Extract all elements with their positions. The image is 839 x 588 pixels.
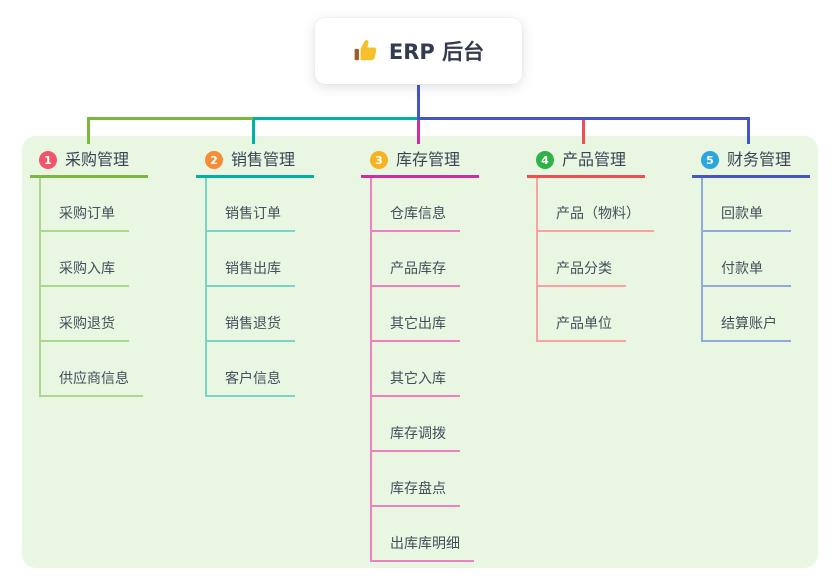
child-node[interactable]: 出库库明细 (372, 507, 474, 562)
connector-line (417, 120, 420, 144)
child-node[interactable]: 付款单 (703, 232, 791, 287)
child-node[interactable]: 采购订单 (41, 178, 129, 232)
connector-line (747, 117, 750, 144)
branch-node-2[interactable]: 2 销售管理 (196, 150, 314, 178)
child-node[interactable]: 回款单 (703, 178, 791, 232)
branch-title-label: 财务管理 (727, 150, 792, 169)
child-node[interactable]: 其它入库 (372, 342, 460, 397)
child-node[interactable]: 产品库存 (372, 232, 460, 287)
branch-title-label: 采购管理 (65, 150, 130, 169)
branch-children: 产品（物料）产品分类产品单位 (536, 178, 654, 342)
branch-node-5[interactable]: 5 财务管理 (692, 150, 810, 178)
connector-line (252, 117, 255, 144)
branch-children: 采购订单采购入库采购退货供应商信息 (39, 178, 148, 397)
branch-node-3[interactable]: 3 库存管理 (361, 150, 479, 178)
branch-2: 2 销售管理销售订单销售出库销售退货客户信息 (196, 150, 314, 397)
branch-number-badge: 1 (39, 151, 57, 169)
branch-5: 5 财务管理回款单付款单结算账户 (692, 150, 810, 342)
child-node[interactable]: 库存盘点 (372, 452, 460, 507)
branch-title-label: 产品管理 (562, 150, 627, 169)
child-node[interactable]: 销售订单 (207, 178, 295, 232)
child-node[interactable]: 采购退货 (41, 287, 129, 342)
child-node[interactable]: 产品分类 (538, 232, 626, 287)
branch-title-label: 库存管理 (396, 150, 461, 169)
branch-number-badge: 2 (205, 151, 223, 169)
connector-line (417, 117, 750, 120)
branch-title-label: 销售管理 (231, 150, 296, 169)
root-node[interactable]: ERP 后台 (315, 18, 522, 84)
child-node[interactable]: 客户信息 (207, 342, 295, 397)
branch-number-badge: 5 (701, 151, 719, 169)
root-node-label: ERP 后台 (388, 40, 485, 64)
child-node[interactable]: 采购入库 (41, 232, 129, 287)
branch-3: 3 库存管理仓库信息产品库存其它出库其它入库库存调拨库存盘点出库库明细 (361, 150, 479, 562)
branch-node-1[interactable]: 1 采购管理 (30, 150, 148, 178)
thumbs-up-icon (354, 40, 377, 61)
branches-panel (22, 136, 818, 568)
child-node[interactable]: 销售出库 (207, 232, 295, 287)
branch-1: 1 采购管理采购订单采购入库采购退货供应商信息 (30, 150, 148, 397)
connector-line (87, 117, 253, 120)
branch-number-badge: 4 (536, 151, 554, 169)
child-node[interactable]: 销售退货 (207, 287, 295, 342)
branch-children: 回款单付款单结算账户 (701, 178, 810, 342)
child-node[interactable]: 产品单位 (538, 287, 626, 342)
child-node[interactable]: 其它出库 (372, 287, 460, 342)
child-node[interactable]: 仓库信息 (372, 178, 460, 232)
branch-children: 销售订单销售出库销售退货客户信息 (205, 178, 314, 397)
connector-line (253, 117, 417, 120)
branch-node-4[interactable]: 4 产品管理 (527, 150, 645, 178)
branch-number-badge: 3 (370, 151, 388, 169)
connector-line (87, 117, 90, 144)
child-node[interactable]: 产品（物料） (538, 178, 654, 232)
connector-line (582, 117, 585, 144)
branch-4: 4 产品管理产品（物料）产品分类产品单位 (527, 150, 654, 342)
child-node[interactable]: 库存调拨 (372, 397, 460, 452)
child-node[interactable]: 结算账户 (703, 287, 791, 342)
child-node[interactable]: 供应商信息 (41, 342, 143, 397)
connector-line (417, 85, 420, 117)
branch-children: 仓库信息产品库存其它出库其它入库库存调拨库存盘点出库库明细 (370, 178, 479, 562)
